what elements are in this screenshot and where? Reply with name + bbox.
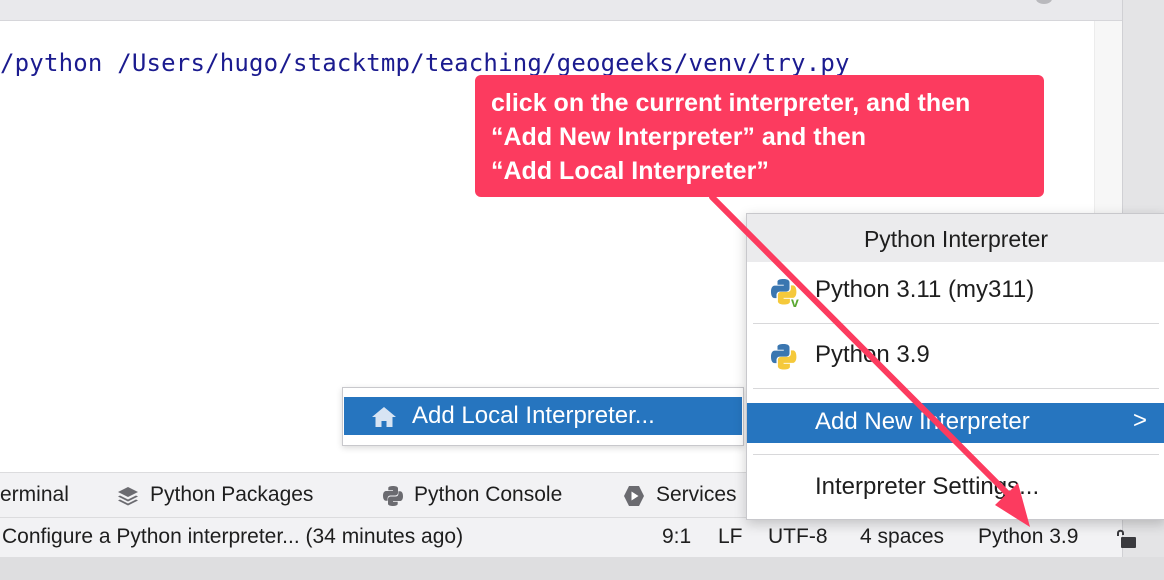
interpreter-item-python311[interactable]: v Python 3.11 (my311) [747,271,1164,311]
tool-window-terminal[interactable]: erminal [0,483,69,506]
interpreter-item-python39[interactable]: Python 3.9 [747,336,1164,376]
annotation-line-3: “Add Local Interpreter” [491,157,769,185]
python-icon [771,344,797,370]
interpreter-settings-label: Interpreter Settings... [815,473,1040,500]
interpreter-settings-item[interactable]: Interpreter Settings... [747,468,1164,508]
add-new-interpreter-label: Add New Interpreter [815,408,1030,435]
run-command-line: /python /Users/hugo/stacktmp/teaching/ge… [0,49,850,77]
annotation-callout: click on the current interpreter, and th… [475,75,1044,197]
annotation-line-2: “Add New Interpreter” and then [491,123,867,151]
menu-header: Python Interpreter [747,214,1164,262]
menu-separator [753,323,1159,324]
home-icon [372,407,396,427]
tool-window-services[interactable]: Services [656,483,737,506]
menu-separator [753,454,1159,455]
add-local-interpreter-item[interactable]: Add Local Interpreter... [344,397,742,435]
interpreter-item-python311-label: Python 3.11 (my311) [815,276,1035,303]
services-play-icon [624,486,644,506]
svg-text:v: v [791,294,799,308]
caret-position[interactable]: 9:1 [662,525,692,548]
status-message[interactable]: Configure a Python interpreter... (34 mi… [2,525,464,548]
python-venv-icon: v [771,279,799,308]
status-bar: Configure a Python interpreter... (34 mi… [0,517,1136,558]
add-new-interpreter-item[interactable]: Add New Interpreter > [747,403,1164,443]
chevron-right-icon: > [1132,407,1147,434]
unlock-icon[interactable] [1114,527,1138,551]
add-interpreter-submenu: Add Local Interpreter... [342,387,744,446]
settings-icon[interactable] [1036,0,1052,4]
tool-window-python-packages[interactable]: Python Packages [150,483,314,506]
python-interpreter-menu: Python Interpreter v Python 3.11 (my311)… [746,213,1164,520]
menu-separator [753,388,1159,389]
layers-icon [118,487,138,506]
add-local-interpreter-label: Add Local Interpreter... [412,402,655,429]
python-console-icon [383,486,403,506]
indent-widget[interactable]: 4 spaces [860,525,945,548]
encoding-widget[interactable]: UTF-8 [768,525,828,548]
menu-title: Python Interpreter [863,226,1049,252]
interpreter-item-python39-label: Python 3.9 [815,341,930,368]
interpreter-widget[interactable]: Python 3.9 [978,525,1079,548]
annotation-line-1: click on the current interpreter, and th… [491,89,971,117]
tool-window-python-console[interactable]: Python Console [414,483,563,506]
window-bottom-edge [0,557,1164,580]
window-top-bar [0,0,1164,21]
line-ending-widget[interactable]: LF [718,525,743,548]
